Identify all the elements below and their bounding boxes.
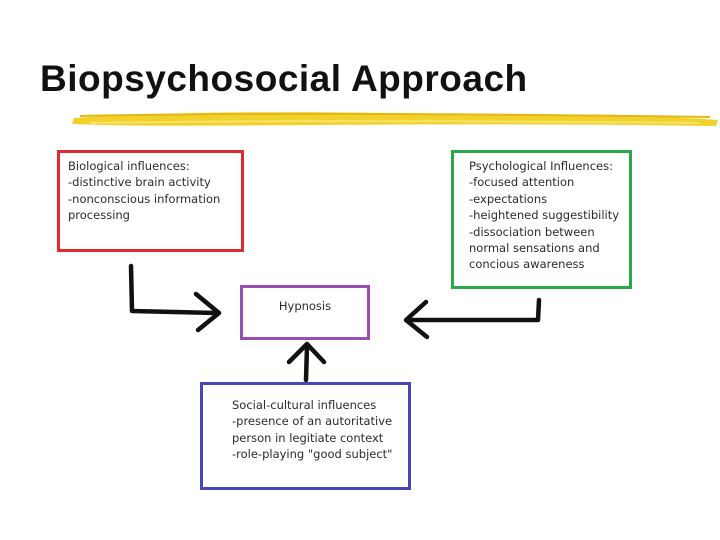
social-item: person in legitiate context: [232, 430, 384, 445]
psychological-item: normal sensations and: [469, 241, 600, 256]
arrow-psychological-to-hypnosis: [403, 297, 542, 340]
psychological-item: -expectations: [469, 191, 548, 206]
psychological-influences-box: Psychological Influences: -focused atten…: [451, 150, 632, 289]
hypnosis-label: Hypnosis: [278, 299, 332, 313]
psychological-item: -focused attention: [469, 175, 575, 190]
biological-heading: Biological influences:: [68, 159, 190, 173]
hypnosis-box: Hypnosis: [240, 285, 370, 340]
biological-item: -distinctive brain activity: [68, 175, 211, 190]
title-underline-brushstroke: [72, 112, 718, 126]
arrow-social-to-hypnosis: [286, 341, 327, 383]
social-cultural-influences-box: Social-cultural influences -presence of …: [200, 382, 411, 490]
psychological-heading: Psychological Influences:: [469, 159, 613, 173]
page-title: Biopsychosocial Approach: [40, 58, 528, 99]
biological-influences-box: Biological influences: -distinctive brai…: [57, 150, 244, 252]
biological-item: -nonconscious information: [68, 191, 221, 206]
psychological-item: -dissociation between: [469, 224, 595, 239]
social-heading: Social-cultural influences: [232, 398, 377, 412]
biological-item: processing: [68, 208, 130, 223]
psychological-item: -heightened suggestibility: [469, 208, 620, 223]
social-item: -presence of an autoritative: [232, 414, 393, 429]
arrow-biological-to-hypnosis: [128, 263, 222, 333]
psychological-item: concious awareness: [469, 257, 585, 272]
social-item: -role-playing "good subject": [232, 447, 393, 462]
